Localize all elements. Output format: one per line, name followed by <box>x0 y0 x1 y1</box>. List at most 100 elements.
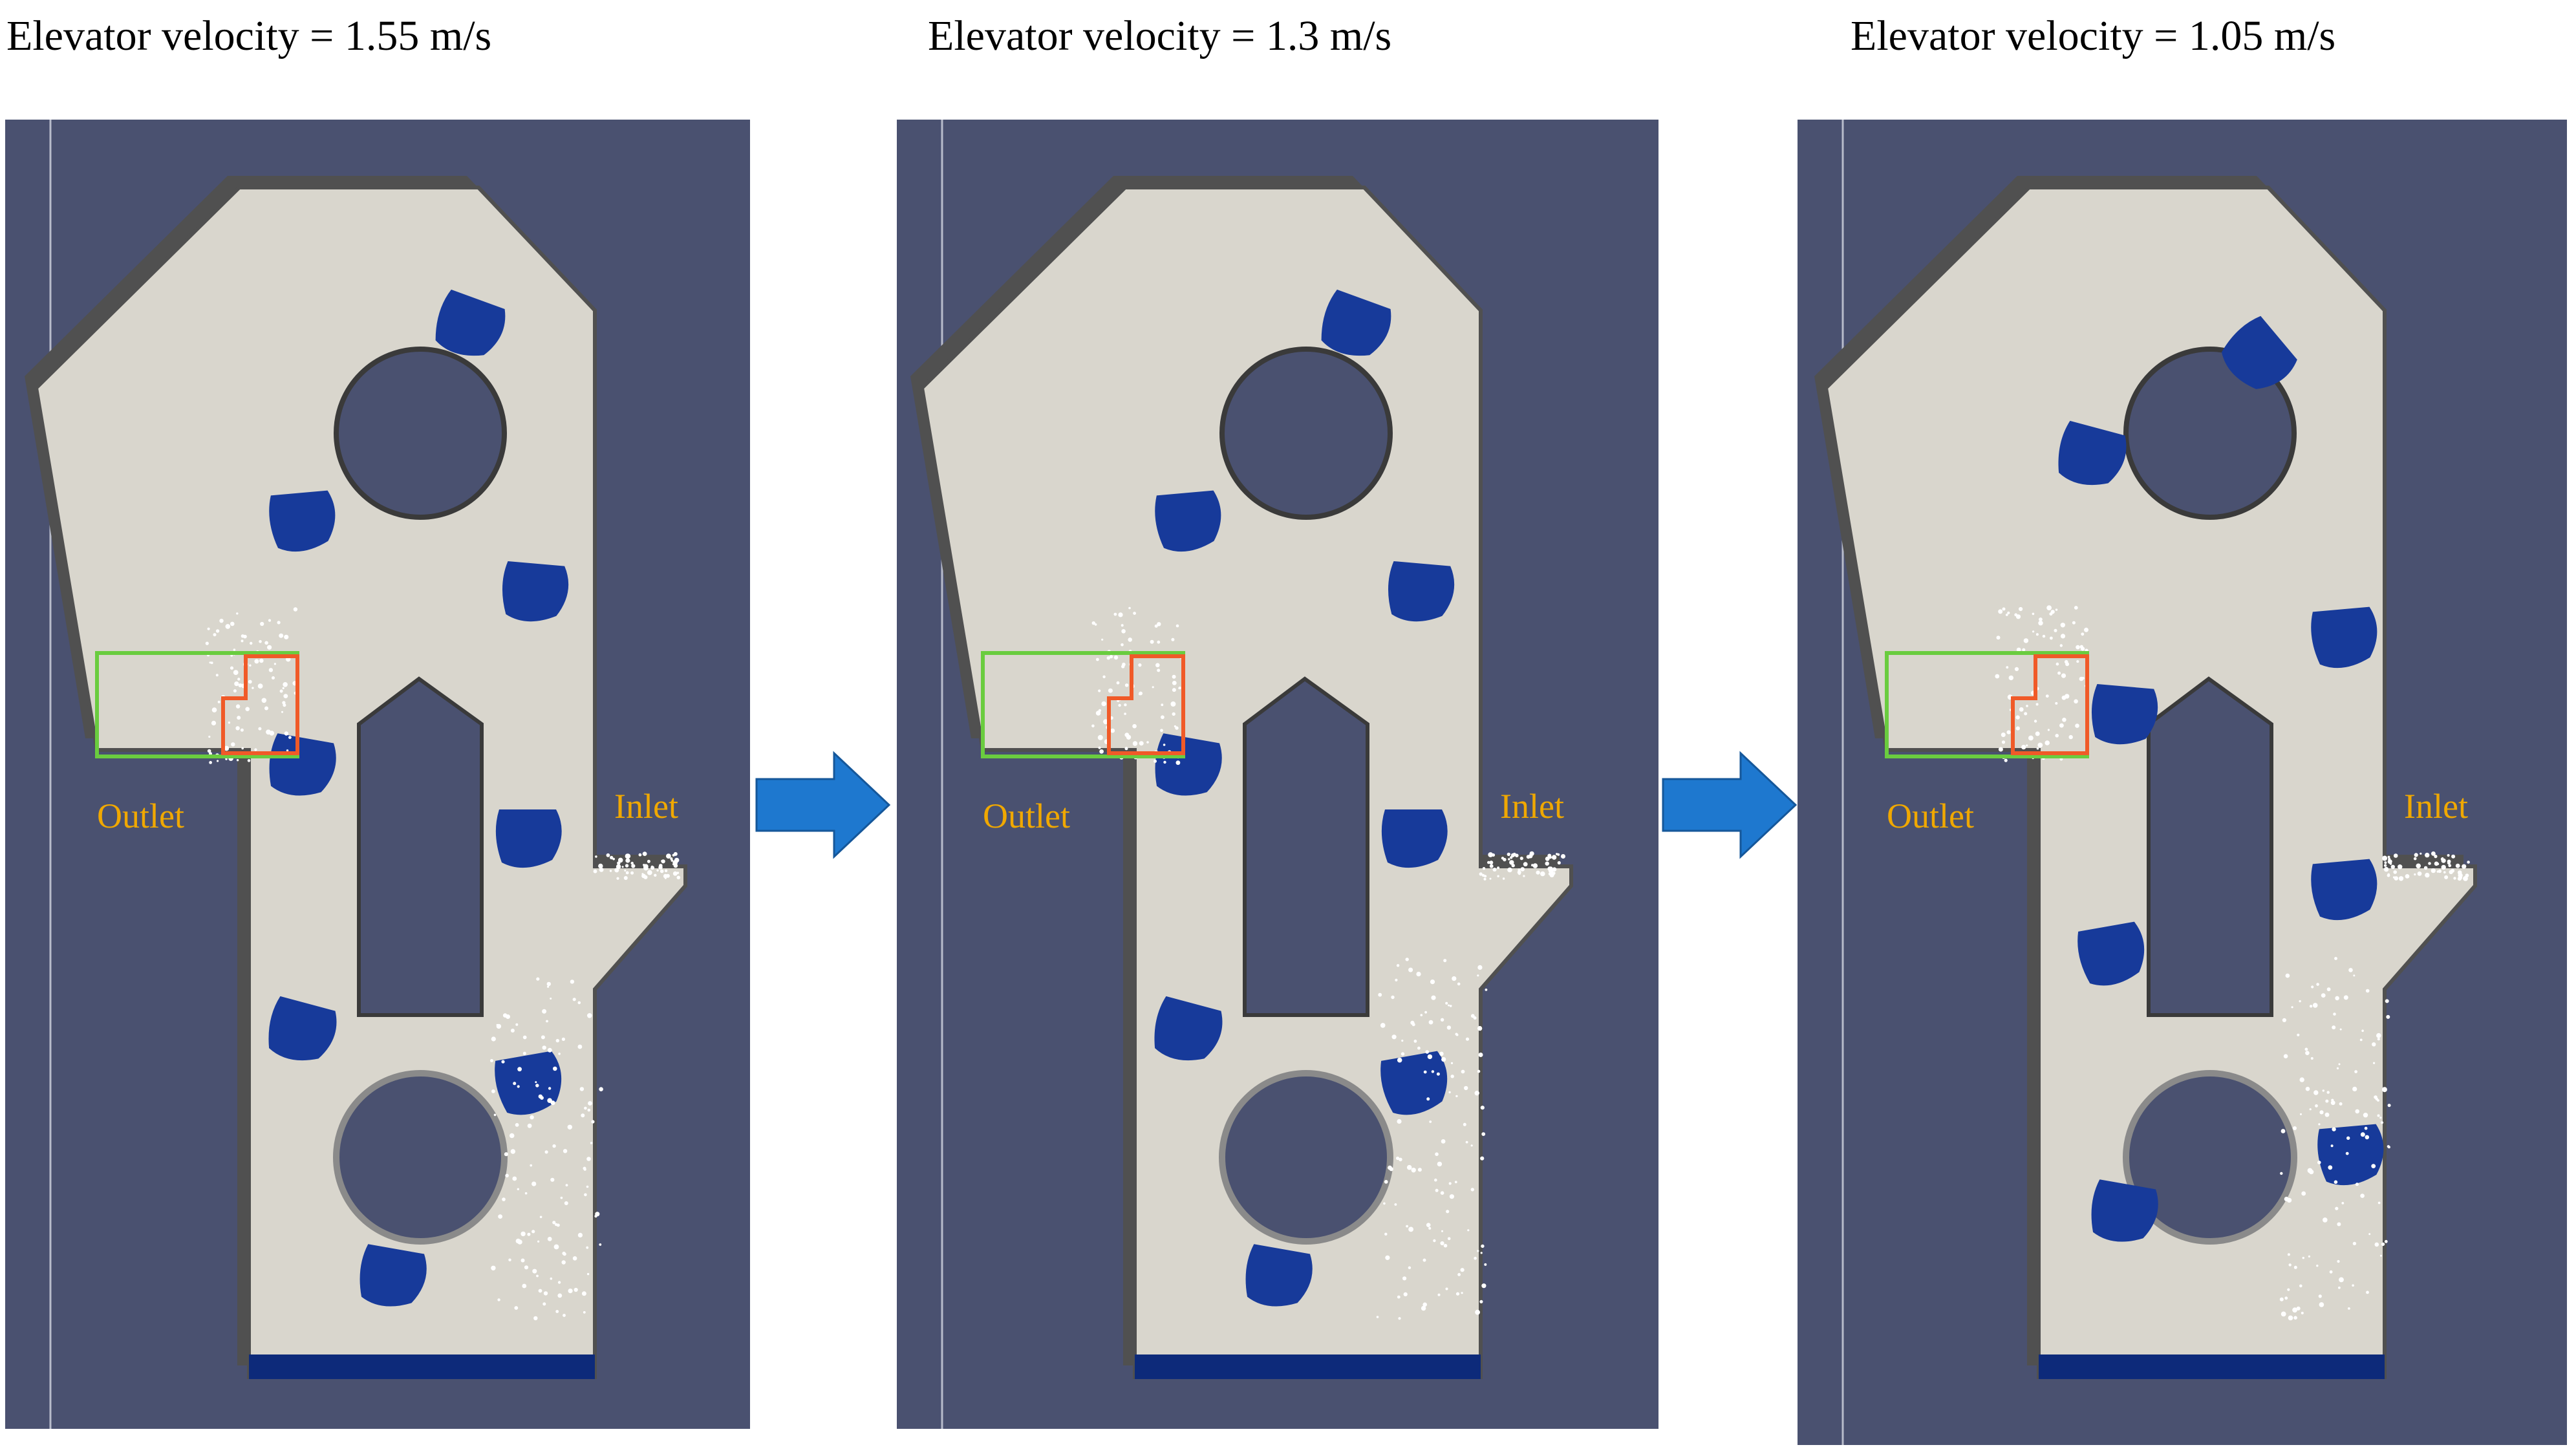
particle <box>2448 864 2452 868</box>
particle <box>1128 637 1132 642</box>
particle <box>1146 741 1149 744</box>
particle <box>2057 671 2061 675</box>
particle <box>547 1098 552 1103</box>
particle <box>2359 1038 2363 1042</box>
particle <box>2352 1284 2354 1287</box>
particle <box>2393 853 2398 858</box>
particle <box>1175 726 1179 730</box>
particle <box>1545 856 1550 861</box>
particle <box>536 977 540 981</box>
particle <box>207 627 210 630</box>
particle <box>547 1047 552 1053</box>
particle <box>1425 1050 1429 1054</box>
particle <box>1124 683 1129 687</box>
particle <box>254 748 257 751</box>
particle <box>279 689 283 693</box>
particle <box>2037 742 2043 748</box>
particle <box>2021 745 2026 750</box>
particle <box>547 1237 552 1241</box>
bottom-bucket-strip <box>2039 1354 2385 1379</box>
particle <box>2385 999 2389 1003</box>
particle <box>2001 740 2006 744</box>
particle <box>211 707 217 712</box>
particle <box>1995 674 2000 679</box>
particle <box>1172 674 1176 679</box>
particle <box>2398 864 2403 870</box>
arrows-group <box>755 751 1798 859</box>
inlet-label: Inlet <box>1500 787 1564 826</box>
particle <box>1384 1232 1388 1236</box>
particle <box>277 621 281 625</box>
particle <box>2079 645 2083 648</box>
particle <box>612 857 615 861</box>
particle <box>235 726 240 731</box>
particle <box>2431 868 2436 873</box>
particle <box>2325 1099 2329 1103</box>
particle <box>2032 630 2035 633</box>
particle <box>1401 1052 1405 1056</box>
particle <box>515 1238 521 1244</box>
outlet-particles <box>205 607 298 764</box>
particle <box>1431 995 1436 1000</box>
particle <box>1448 1091 1451 1094</box>
particle <box>2285 973 2290 978</box>
particle <box>1420 1014 1423 1016</box>
particle <box>1557 861 1561 865</box>
particle <box>2038 621 2043 626</box>
particle <box>2377 1201 2381 1204</box>
particle <box>2024 712 2028 716</box>
particle <box>532 1269 537 1274</box>
particle <box>1161 703 1164 707</box>
particle <box>568 1289 573 1294</box>
particle <box>2368 1233 2371 1236</box>
particle <box>2441 858 2446 863</box>
particle <box>2321 993 2326 998</box>
particle <box>2394 876 2399 881</box>
particle <box>1437 1293 1441 1296</box>
particle <box>234 681 239 687</box>
particle <box>2326 987 2331 992</box>
particle <box>491 1036 496 1042</box>
particle <box>211 720 217 725</box>
particle <box>2365 1135 2370 1140</box>
particle <box>2348 968 2353 972</box>
particle <box>283 703 286 707</box>
particle <box>512 1176 517 1181</box>
particle <box>2055 608 2058 611</box>
particle <box>1113 655 1119 660</box>
particle <box>2332 1127 2336 1131</box>
particle <box>1489 861 1494 865</box>
particle <box>2366 1290 2369 1294</box>
particle <box>676 875 681 880</box>
particle <box>606 853 610 857</box>
particle <box>2441 864 2446 870</box>
particle <box>556 1223 560 1227</box>
particle <box>658 865 663 870</box>
particle <box>1096 658 1099 661</box>
bucket-1 <box>2222 316 2297 389</box>
particle <box>1397 1057 1402 1063</box>
central-slot <box>2147 676 2273 1017</box>
particle <box>2286 1197 2292 1203</box>
particle <box>522 1283 527 1289</box>
particle <box>515 1123 519 1127</box>
particle <box>1510 861 1513 864</box>
particle <box>2384 861 2387 864</box>
particle <box>2324 1112 2330 1117</box>
particle <box>1102 675 1106 679</box>
particle <box>1457 1273 1461 1276</box>
particle <box>1481 1132 1486 1136</box>
particle <box>247 759 251 762</box>
particle <box>2008 675 2013 681</box>
particle <box>553 1244 559 1250</box>
particle <box>1152 686 1154 689</box>
particle <box>2413 857 2417 861</box>
particle <box>586 1246 589 1249</box>
particle <box>1403 1292 1408 1296</box>
particle <box>1175 760 1181 765</box>
particle <box>2007 611 2010 615</box>
particle <box>1507 867 1512 873</box>
particle <box>1455 1292 1460 1296</box>
